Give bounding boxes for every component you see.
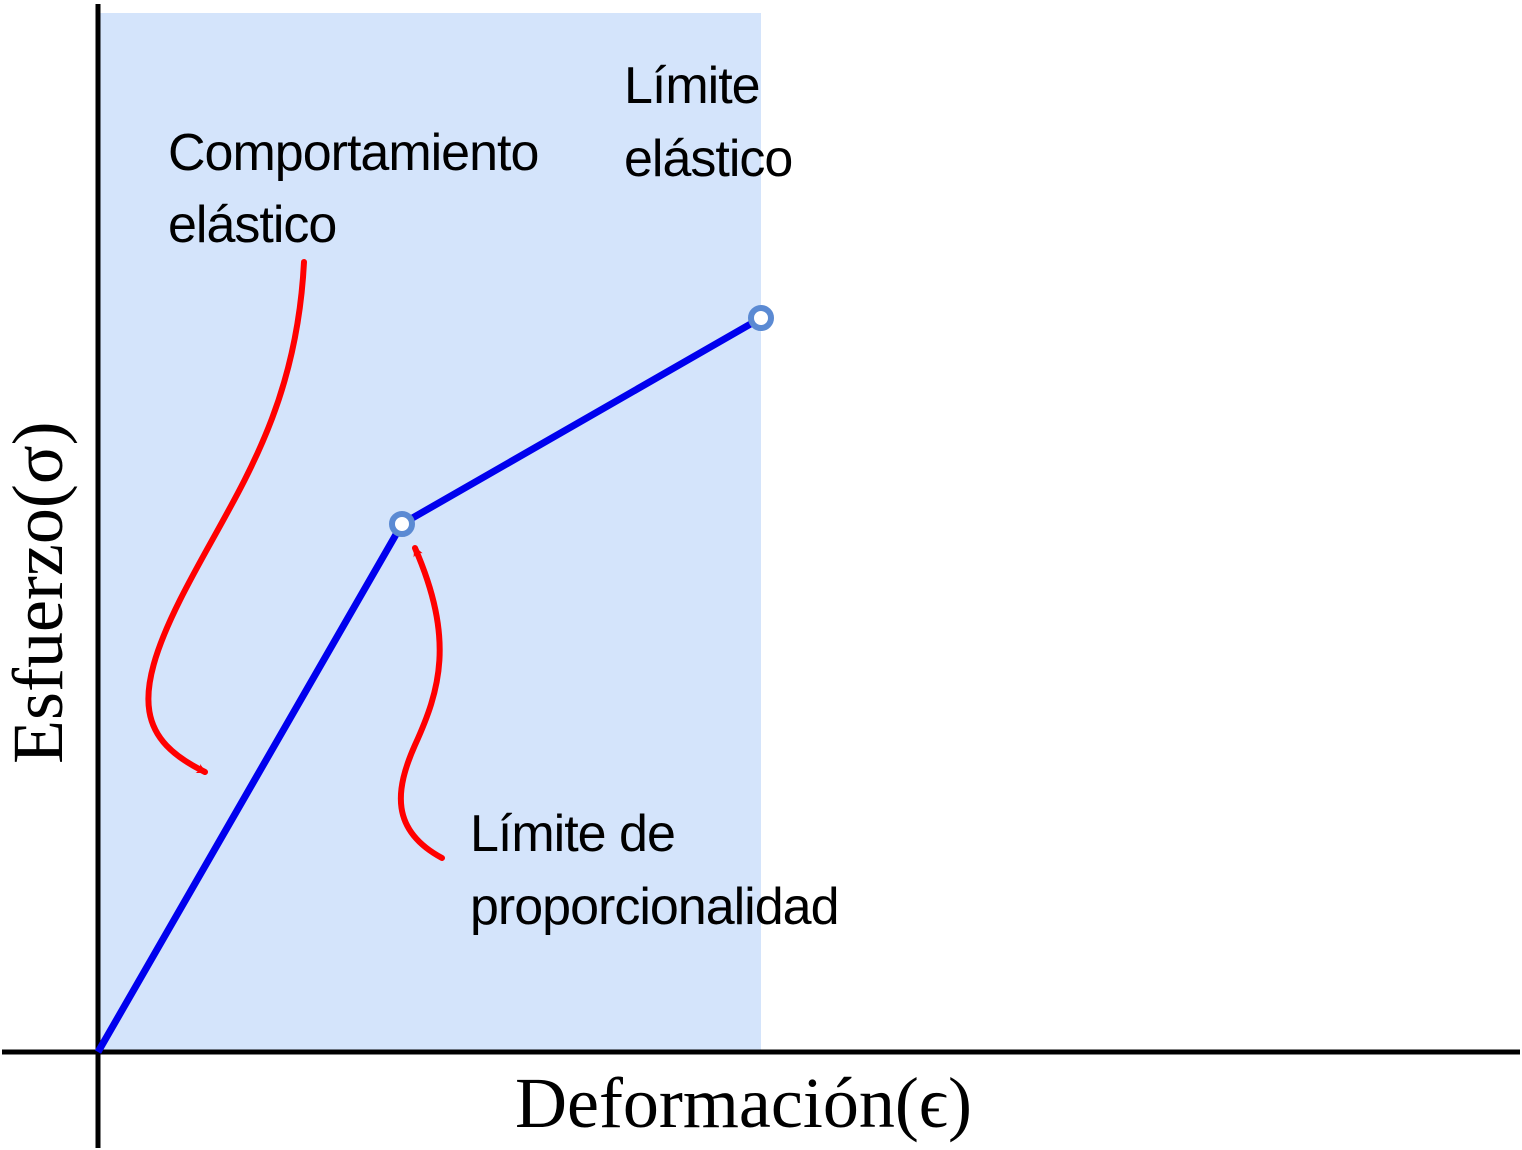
proportional-limit-arrow bbox=[397, 545, 445, 861]
elastic-behavior-arrow bbox=[145, 259, 307, 775]
elastic-limit-marker bbox=[748, 305, 774, 331]
proportional-limit-marker bbox=[389, 511, 415, 537]
proportional-limit-label: Límite de proporcionalidad bbox=[470, 805, 839, 936]
elastic-limit-label: Límite elástico bbox=[624, 57, 792, 188]
elastic-region bbox=[100, 13, 761, 1051]
x-axis-label: Deformación(ϵ) bbox=[515, 1063, 972, 1143]
elastic-behavior-label: Comportamiento elástico bbox=[168, 124, 552, 254]
y-axis-label: Esfuerzo(σ) bbox=[0, 421, 78, 764]
